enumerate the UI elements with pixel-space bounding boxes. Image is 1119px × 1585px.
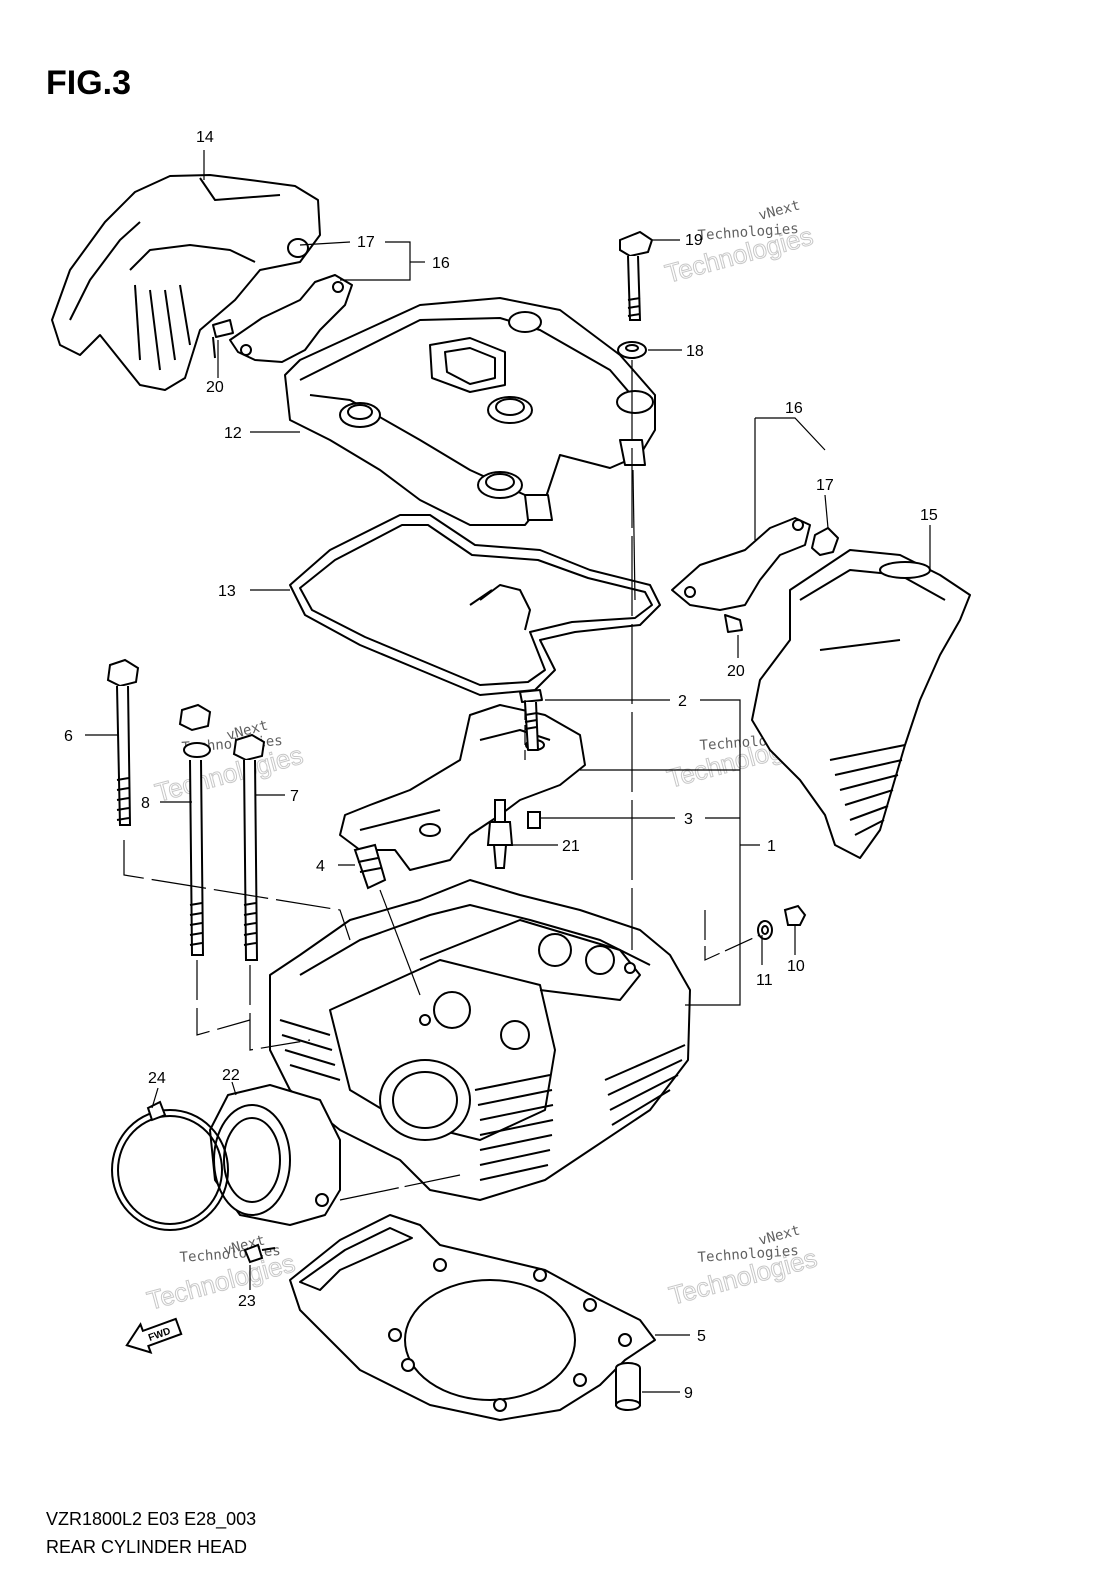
part-22-intake-pipe [209,1084,341,1226]
part-6-bolt [106,658,140,826]
callout-16-right: 16 [785,400,803,417]
model-code: VZR1800L2 E03 E28_003 [46,1509,257,1529]
part-5-head-gasket [289,1214,656,1421]
part-9-dowel [615,1362,641,1411]
svg-text:vNext: vNext [757,197,802,223]
leader-lines [85,150,931,1393]
callout-6: 6 [64,728,73,745]
part-23-screw [243,1243,276,1264]
callout-13: 13 [218,583,236,600]
part-15-cover-right [751,549,971,859]
watermark-bottom-right: Technologies vNext Technologies [665,1222,820,1311]
part-12-head-cover [284,297,656,526]
part-10-bolt [783,904,807,926]
part-19-bolt [617,230,654,359]
watermark-bottom-left: Technologies vNext Technologies [143,1232,298,1316]
callout-4: 4 [316,858,325,875]
callout-2: 2 [678,693,687,710]
part-1-cylinder-head [269,879,691,1201]
callout-labels: 14 17 16 20 19 18 12 13 16 17 15 20 2 3 … [64,129,938,1402]
callout-12: 12 [224,425,242,442]
part-4-tappet [353,843,387,890]
part-3-dowel [527,811,541,829]
part-21-spark-plug [486,799,514,869]
callout-16-top: 16 [432,255,450,272]
callout-10: 10 [787,958,805,975]
part-name: REAR CYLINDER HEAD [46,1537,248,1557]
part-14-cover [51,174,321,391]
callout-17-top: 17 [357,234,375,251]
part-24-clamp [111,1100,229,1231]
figure-title: FIG.3 [46,64,132,102]
part-11-washer [757,920,773,940]
callout-22: 22 [222,1067,240,1084]
callout-17-right: 17 [816,477,834,494]
part-2-cam-holder [339,689,586,871]
callout-11: 11 [756,972,773,989]
fwd-arrow-icon: FWD [125,1317,183,1355]
callout-18: 18 [686,343,704,360]
callout-20-right: 20 [727,663,745,680]
part-8-stud [178,703,212,956]
callout-19: 19 [685,232,703,249]
part-16-bracket-left [212,238,353,363]
svg-text:Technologies: Technologies [697,1243,799,1266]
callout-21: 21 [562,838,580,855]
svg-text:Technologies: Technologies [697,221,799,244]
callout-24: 24 [148,1070,166,1087]
callout-9: 9 [684,1385,693,1402]
callout-23: 23 [238,1293,256,1310]
callout-8: 8 [141,795,150,812]
callout-15: 15 [920,507,938,524]
callout-7: 7 [290,788,299,805]
callout-20-left: 20 [206,379,224,396]
part-7-stud [232,733,266,961]
callout-5: 5 [697,1328,706,1345]
part-13-gasket [289,514,661,696]
callout-1: 1 [767,838,776,855]
callout-3: 3 [684,811,693,828]
watermark-mid-left: Technologies vNext Technologies [151,717,306,808]
callout-14: 14 [196,129,214,146]
